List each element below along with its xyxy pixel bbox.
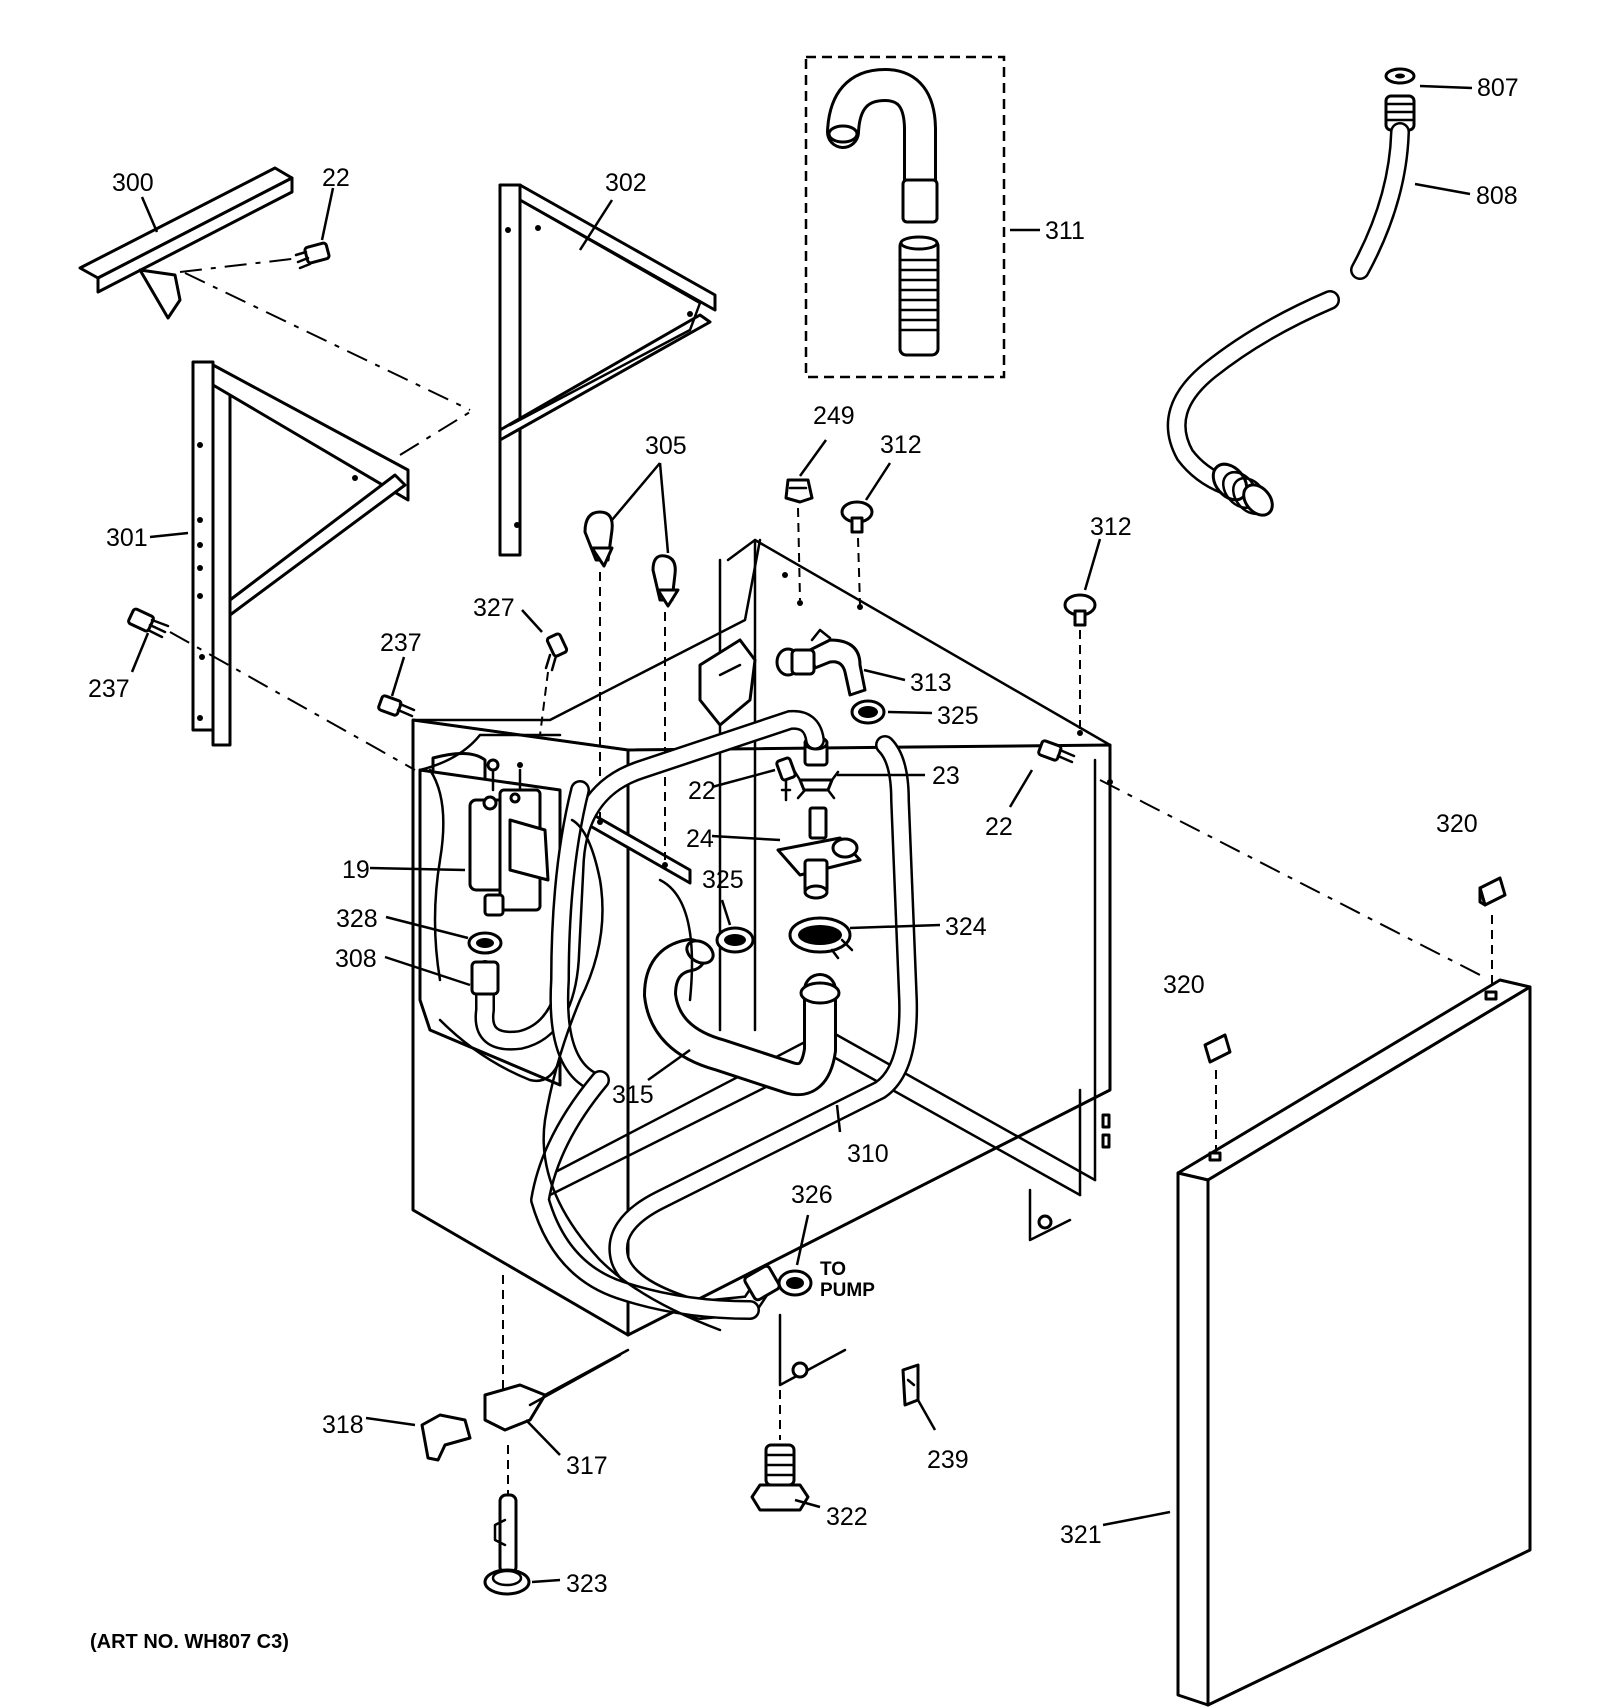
callout-237-left: 237 (88, 675, 130, 703)
part-323-leveling-leg (483, 1445, 531, 1596)
callout-326: 326 (791, 1181, 833, 1209)
screw-237-left (127, 607, 416, 771)
to-pump-label-line2: PUMP (820, 1280, 875, 1301)
callout-239: 239 (927, 1446, 969, 1474)
part-300-brace (78, 166, 471, 411)
art-number: (ART NO. WH807 C3) (90, 1631, 289, 1653)
part-19-water-valve (468, 758, 550, 917)
part-301-bracket (191, 360, 471, 747)
callout-328: 328 (336, 905, 378, 933)
callout-317: 317 (566, 1452, 608, 1480)
callout-23: 23 (932, 762, 960, 790)
callout-308: 308 (335, 945, 377, 973)
callout-302: 302 (605, 169, 647, 197)
part-320-clip-upper (1478, 876, 1507, 990)
part-320-clip-lower (1203, 1033, 1232, 1150)
screw-22-right (1037, 739, 1481, 976)
part-326-clamp (777, 1269, 813, 1297)
callout-807: 807 (1477, 74, 1519, 102)
callout-318: 318 (322, 1411, 364, 1439)
callout-325-top: 325 (937, 702, 979, 730)
part-305-clips (583, 510, 680, 860)
callout-312-right: 312 (1090, 513, 1132, 541)
callout-310: 310 (847, 1140, 889, 1168)
part-325-clamp-top (850, 699, 886, 725)
part-308-hose (470, 709, 825, 1051)
callout-320-upper: 320 (1436, 810, 1478, 838)
part-313-elbow (775, 628, 867, 697)
wire-harness (542, 818, 722, 1332)
callout-249: 249 (813, 402, 855, 430)
screw-22-valve (775, 756, 797, 802)
part-321-front-panel (1176, 978, 1532, 1707)
part-325-clamp-lower (715, 926, 755, 954)
callout-237-mid: 237 (380, 629, 422, 657)
part-310-pump-hose (530, 735, 919, 1320)
callout-321: 321 (1060, 1521, 1102, 1549)
callout-315: 315 (612, 1081, 654, 1109)
screw-22-top (179, 241, 331, 273)
leader-lines (130, 84, 1473, 1584)
callout-325-lower: 325 (702, 866, 744, 894)
callout-323: 323 (566, 1570, 608, 1598)
part-808-fill-hose (1166, 67, 1416, 517)
part-311-drain-hook-kit (804, 55, 1006, 379)
part-315-drain-hose (643, 938, 841, 1097)
callout-313: 313 (910, 669, 952, 697)
part-302-bracket (498, 183, 717, 557)
to-pump-label-line1: TO (820, 1259, 846, 1280)
callout-22-right: 22 (985, 813, 1013, 841)
part-317-bracket (483, 1275, 630, 1432)
callout-22-valve: 22 (688, 777, 716, 805)
callout-311: 311 (1045, 217, 1085, 245)
callout-22-top: 22 (322, 164, 350, 192)
screw-327 (539, 632, 569, 736)
part-328-clamp (467, 931, 503, 955)
callout-305: 305 (645, 432, 687, 460)
part-324-clamp (788, 916, 854, 960)
callout-24: 24 (686, 825, 714, 853)
part-312-plug-right (1063, 593, 1097, 730)
part-318-clip (420, 1413, 472, 1462)
part-312-plug-center (840, 500, 874, 606)
callout-labels: 300 22 302 311 807 808 301 237 237 327 3… (88, 74, 1519, 1653)
callout-808: 808 (1476, 182, 1518, 210)
callout-322: 322 (826, 1503, 868, 1531)
callout-300: 300 (112, 169, 154, 197)
part-322-foot (750, 1390, 810, 1512)
callout-327: 327 (473, 594, 515, 622)
callout-312-center: 312 (880, 431, 922, 459)
part-239-clip (901, 1363, 920, 1407)
callout-301: 301 (106, 524, 148, 552)
screw-237-mid (377, 694, 416, 718)
callout-19: 19 (342, 856, 370, 884)
part-249-clip (784, 478, 814, 601)
callout-320-lower: 320 (1163, 971, 1205, 999)
callout-324: 324 (945, 913, 987, 941)
